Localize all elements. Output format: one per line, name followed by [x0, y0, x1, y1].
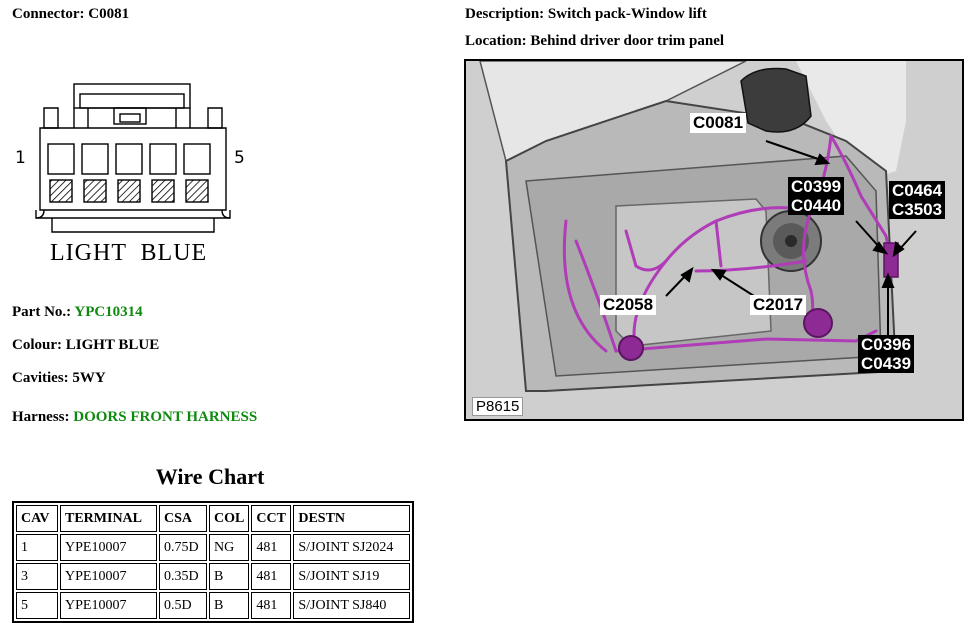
- cell-terminal: YPE10007: [60, 563, 157, 590]
- harness-label: Harness:: [12, 409, 70, 425]
- callout-c0396-c0439: C0396 C0439: [858, 335, 915, 373]
- figure-id: P8615: [472, 397, 524, 416]
- cavities-line: Cavities: 5WY: [12, 370, 106, 387]
- door-illustration: [466, 61, 962, 419]
- callout-c0440: C0440: [791, 196, 842, 215]
- callout-c0464: C0464: [892, 181, 943, 200]
- header-cav: CAV: [16, 505, 58, 532]
- cell-csa: 0.75D: [159, 534, 207, 561]
- header-cct: CCT: [251, 505, 292, 532]
- cavities-label: Cavities:: [12, 370, 69, 386]
- callout-c0399-c0440: C0399 C0440: [788, 177, 845, 215]
- wire-chart-table: CAV TERMINAL CSA COL CCT DESTN 1 YPE1000…: [12, 501, 415, 623]
- location-label: Location:: [465, 33, 527, 49]
- callout-c3503: C3503: [892, 200, 943, 219]
- cell-terminal: YPE10007: [60, 592, 157, 619]
- harness-line: Harness: DOORS FRONT HARNESS: [12, 409, 257, 426]
- terminal-row: [49, 179, 209, 203]
- table-row: 3 YPE10007 0.35D B 481 S/JOINT SJ19: [16, 563, 411, 590]
- cell-destn: S/JOINT SJ19: [293, 563, 411, 590]
- pin-5-label: 5: [234, 148, 245, 168]
- callout-c0439: C0439: [861, 354, 912, 373]
- connector-value: C0081: [88, 6, 130, 22]
- cavity-2: [81, 143, 109, 175]
- callout-c2017: C2017: [750, 295, 807, 315]
- colour-value: LIGHT BLUE: [65, 337, 160, 353]
- callout-c0399: C0399: [791, 177, 842, 196]
- table-row: 1 YPE10007 0.75D NG 481 S/JOINT SJ2024: [16, 534, 411, 561]
- header-csa: CSA: [159, 505, 207, 532]
- cell-col: B: [209, 592, 250, 619]
- cavity-4: [149, 143, 177, 175]
- cavity-3: [115, 143, 143, 175]
- cavities-value: 5WY: [72, 370, 106, 386]
- cell-cav: 1: [16, 534, 58, 561]
- location-line: Location: Behind driver door trim panel: [465, 33, 724, 50]
- cell-destn: S/JOINT SJ2024: [293, 534, 411, 561]
- cell-csa: 0.35D: [159, 563, 207, 590]
- header-terminal: TERMINAL: [60, 505, 157, 532]
- cell-col: NG: [209, 534, 250, 561]
- header-destn: DESTN: [293, 505, 411, 532]
- connector-label: Connector:: [12, 6, 85, 22]
- part-no-link[interactable]: YPC10314: [74, 304, 143, 320]
- callout-c0396: C0396: [861, 335, 912, 354]
- cell-cav: 3: [16, 563, 58, 590]
- callout-c0081: C0081: [690, 113, 747, 133]
- cell-cav: 5: [16, 592, 58, 619]
- door-location-figure: C0081 C0399 C0440 C0464 C3503 C2058 C201…: [464, 59, 964, 421]
- part-no-label: Part No.:: [12, 304, 72, 320]
- wire-chart-header-row: CAV TERMINAL CSA COL CCT DESTN: [16, 505, 411, 532]
- cell-csa: 0.5D: [159, 592, 207, 619]
- part-no-line: Part No.: YPC10314: [12, 304, 143, 321]
- callout-c2058: C2058: [600, 295, 657, 315]
- wire-chart-title: Wire Chart: [155, 464, 265, 489]
- cell-cct: 481: [251, 563, 292, 590]
- table-row: 5 YPE10007 0.5D B 481 S/JOINT SJ840: [16, 592, 411, 619]
- location-value: Behind driver door trim panel: [530, 33, 725, 49]
- pin-1-label: 1: [15, 148, 26, 168]
- description-line: Description: Switch pack-Window lift: [465, 6, 707, 23]
- connector-outline: [35, 83, 231, 233]
- harness-link[interactable]: DOORS FRONT HARNESS: [73, 409, 258, 425]
- cavity-1: [47, 143, 75, 175]
- cavity-row: [47, 143, 211, 175]
- header-col: COL: [209, 505, 250, 532]
- cell-cct: 481: [251, 534, 292, 561]
- cell-terminal: YPE10007: [60, 534, 157, 561]
- connector-line: Connector: C0081: [12, 6, 129, 23]
- cell-cct: 481: [251, 592, 292, 619]
- callout-c0464-c3503: C0464 C3503: [889, 181, 946, 219]
- description-label: Description:: [465, 6, 545, 22]
- connector-face-diagram: [35, 83, 231, 233]
- connector-colour-caption: LIGHT BLUE: [50, 240, 208, 266]
- description-value: Switch pack-Window lift: [547, 6, 707, 22]
- colour-line: Colour: LIGHT BLUE: [12, 337, 159, 354]
- colour-label: Colour:: [12, 337, 62, 353]
- cavity-5: [183, 143, 211, 175]
- cell-col: B: [209, 563, 250, 590]
- cell-destn: S/JOINT SJ840: [293, 592, 411, 619]
